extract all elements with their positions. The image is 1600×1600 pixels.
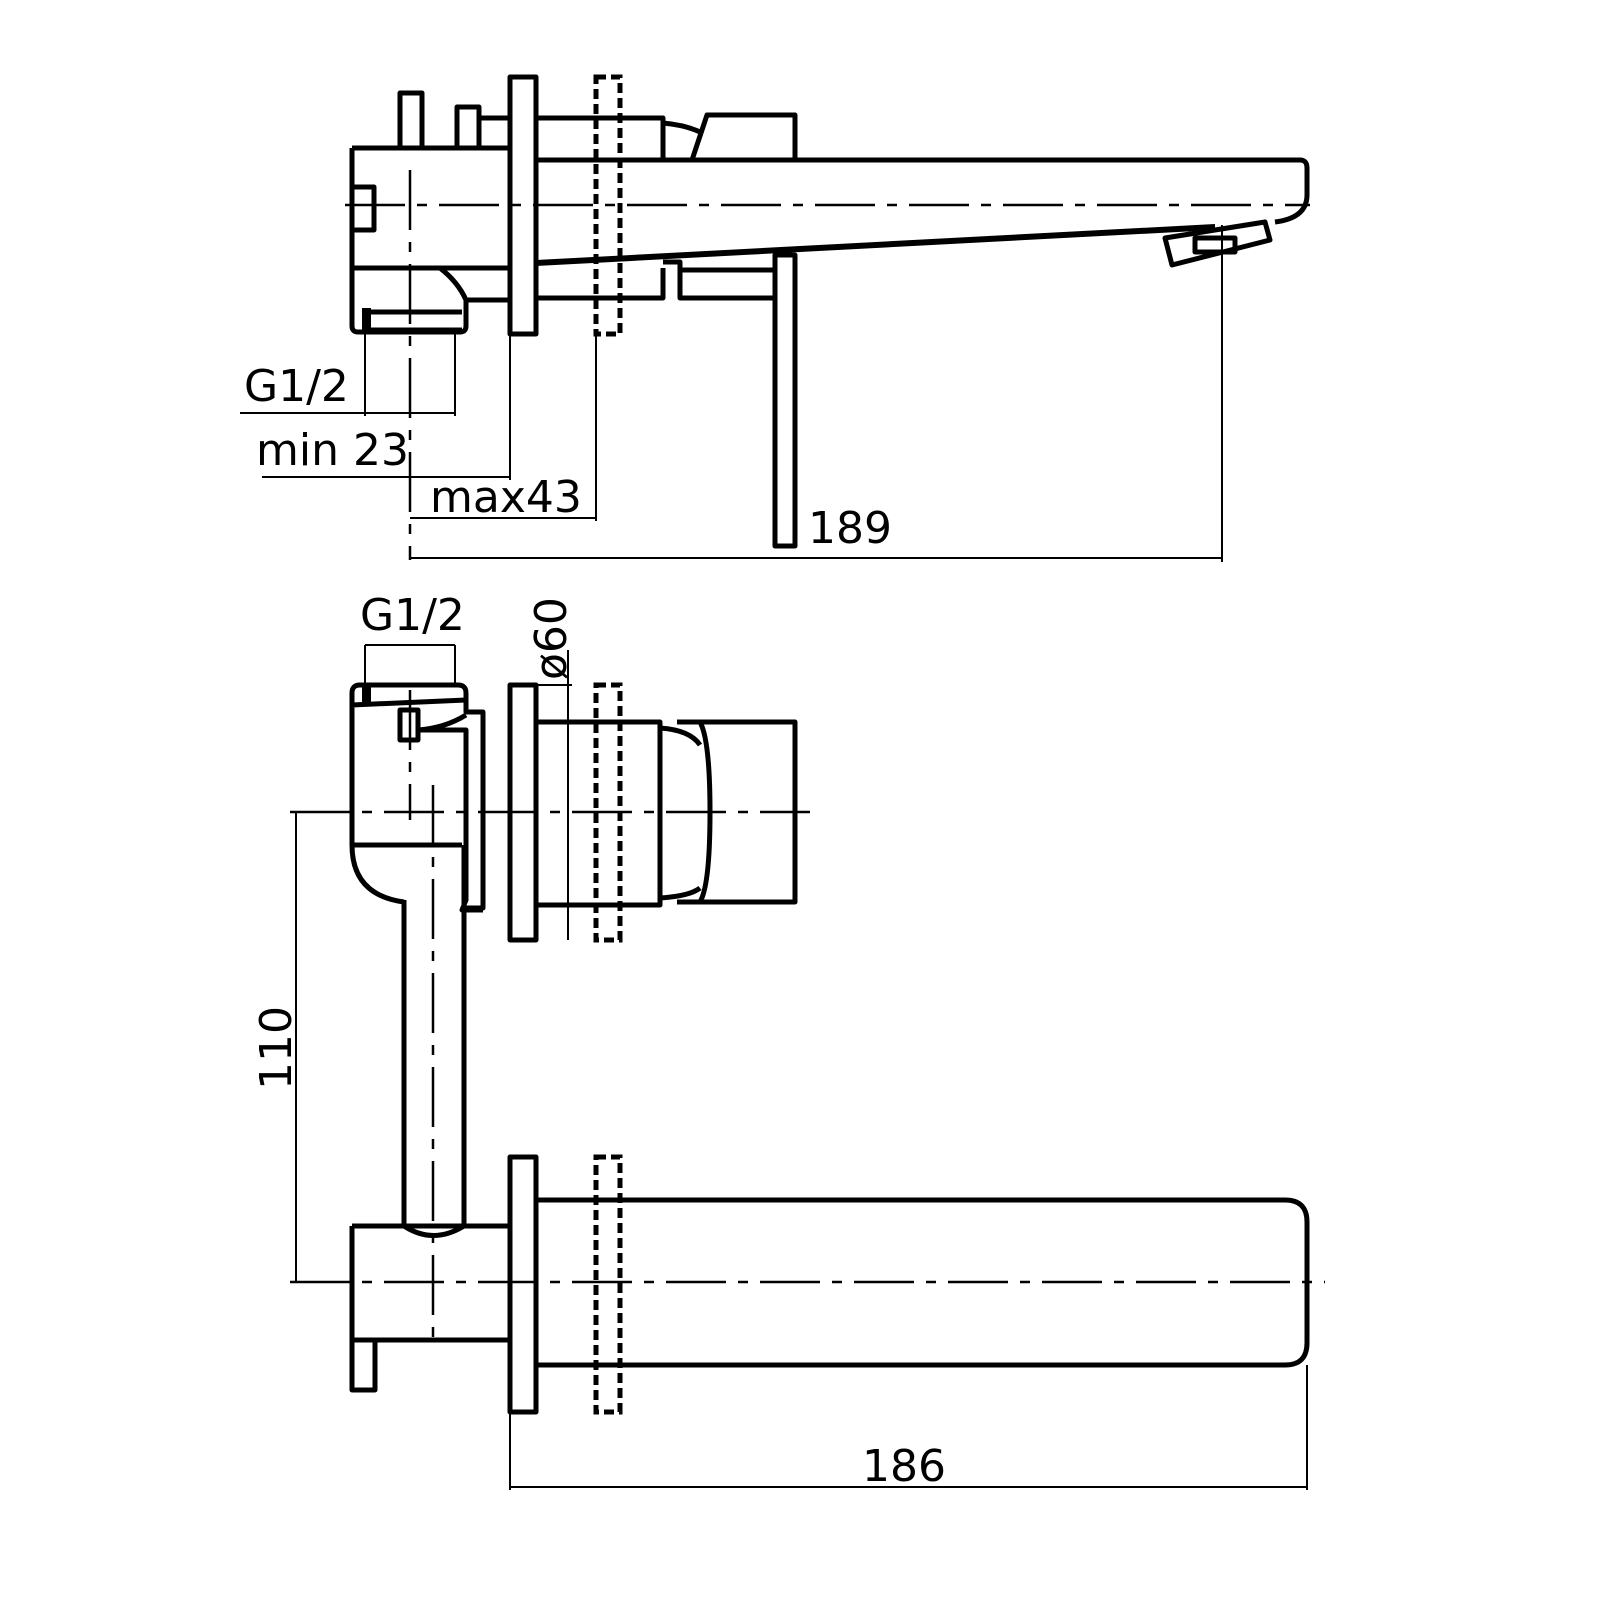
dim-front-g12-lines [364,644,456,685]
lower-box [663,259,778,301]
front-handle-arc [659,725,703,901]
dim-diameter-label: ø60 [526,597,577,680]
valve-body [349,145,510,335]
body-notch [349,184,377,233]
max-flange-dashed [593,74,623,337]
dim-189-label: 189 [808,503,892,554]
top-view: G1/2 min 23 max43 189 [240,74,1310,562]
dim-186-label: 186 [862,1441,946,1492]
handle [689,112,798,161]
lower-body [349,1223,510,1393]
front-housing [536,719,663,908]
inlet-nut [362,309,462,333]
aerator [1162,219,1273,268]
top-peg-1 [397,90,425,151]
dim-front-g12-label: G1/2 [360,590,465,641]
dim-186-lines [509,1365,1308,1490]
handle-arc [662,120,702,135]
lower-flange [507,1154,539,1415]
nut-left [362,308,371,330]
upper-nut-left [362,687,371,705]
dim-max-label: max43 [430,472,582,523]
lower-max-flange-dashed [593,1154,623,1415]
aerator-insert [1192,235,1238,255]
dim-g12-lines [240,332,456,416]
cartridge-housing [536,115,666,301]
lever [772,252,798,549]
dim-min-lines [262,334,511,480]
dim-189-lines [410,225,1223,562]
dim-diameter-lines [536,650,572,940]
front-view: G1/2 ø60 110 186 [251,590,1325,1492]
dim-min-label: min 23 [256,425,409,476]
dim-g12-label: G1/2 [244,361,349,412]
dim-110-label: 110 [251,1006,302,1090]
top-peg-2 [454,104,482,151]
spout-bottom [536,224,1215,266]
upper-body [349,682,486,911]
spout-top [536,157,1310,225]
dim-max-lines [410,334,597,521]
